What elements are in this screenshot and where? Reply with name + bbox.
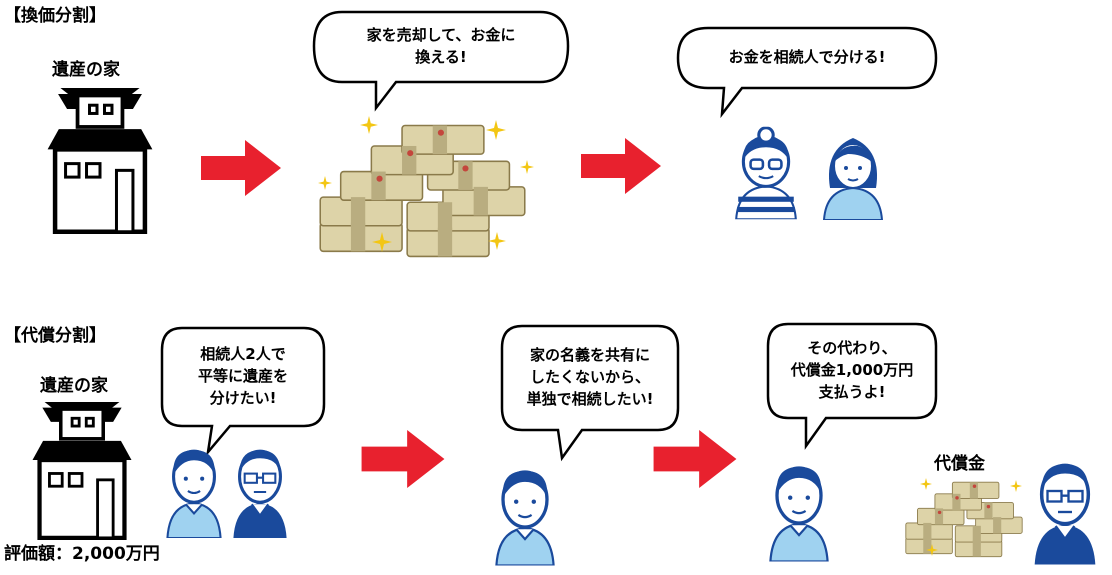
speech-bubble-sole-inherit: 家の名義を共有に したくないから、 単独で相続したい! bbox=[500, 324, 680, 462]
person-icon bbox=[492, 464, 558, 568]
speech-bubble-compensation: その代わり、 代償金1,000万円 支払うよ! bbox=[766, 322, 938, 450]
sparkle-icon bbox=[1010, 480, 1022, 492]
sparkle-icon bbox=[372, 232, 392, 252]
arrow-right-icon bbox=[201, 140, 281, 196]
speech-bubble-divide-money: お金を相続人で分ける! bbox=[676, 26, 938, 119]
sparkle-icon bbox=[488, 232, 506, 250]
sparkle-icon bbox=[920, 478, 932, 490]
bubble-text-line: その代わり、 bbox=[807, 339, 897, 357]
bubble-text-line: 代償金1,000万円 bbox=[790, 361, 914, 379]
house-icon bbox=[30, 88, 170, 234]
bubble-text-line: 換える! bbox=[415, 48, 467, 66]
person-icon bbox=[228, 446, 292, 538]
speech-bubble-equal-split: 相続人2人で 平等に遺産を 分けたい! bbox=[160, 326, 326, 457]
speech-bubble-sell: 家を売却して、お金に 換える! bbox=[312, 10, 570, 112]
bubble-text-line: 支払うよ! bbox=[818, 383, 886, 401]
sparkle-icon bbox=[926, 544, 938, 556]
bubble-text-line: したくないから、 bbox=[529, 368, 650, 386]
person-icon bbox=[162, 446, 226, 538]
valuation-label: 評価額：2,000万円 bbox=[4, 544, 160, 564]
sparkle-icon bbox=[360, 116, 378, 134]
person-icon bbox=[730, 118, 802, 228]
person-icon bbox=[1030, 458, 1100, 566]
bubble-text-line: 平等に遺産を bbox=[197, 367, 288, 385]
heading-kanka-bunkatsu: 【換価分割】 bbox=[4, 6, 106, 26]
bubble-text-line: 単独で相続したい! bbox=[526, 390, 654, 408]
bubble-text-line: 分けたい! bbox=[209, 389, 277, 407]
house-icon bbox=[12, 402, 152, 540]
house-label-top: 遺産の家 bbox=[52, 60, 120, 80]
arrow-right-icon bbox=[361, 430, 445, 488]
sparkle-icon bbox=[520, 160, 534, 174]
bubble-text-line: お金を相続人で分ける! bbox=[728, 48, 886, 66]
heading-daisho-bunkatsu: 【代償分割】 bbox=[4, 326, 106, 346]
sparkle-icon bbox=[318, 176, 332, 190]
arrow-right-icon bbox=[581, 138, 661, 194]
house-label-bottom: 遺産の家 bbox=[40, 376, 108, 396]
bubble-text-line: 家を売却して、お金に bbox=[366, 26, 516, 44]
sparkle-icon bbox=[486, 120, 506, 140]
bubble-text-line: 家の名義を共有に bbox=[529, 346, 650, 364]
person-icon bbox=[818, 122, 888, 228]
compensation-money-label: 代償金 bbox=[934, 454, 985, 474]
bubble-text-line: 相続人2人で bbox=[200, 345, 286, 363]
person-icon bbox=[766, 458, 832, 566]
arrow-right-icon bbox=[653, 430, 737, 488]
